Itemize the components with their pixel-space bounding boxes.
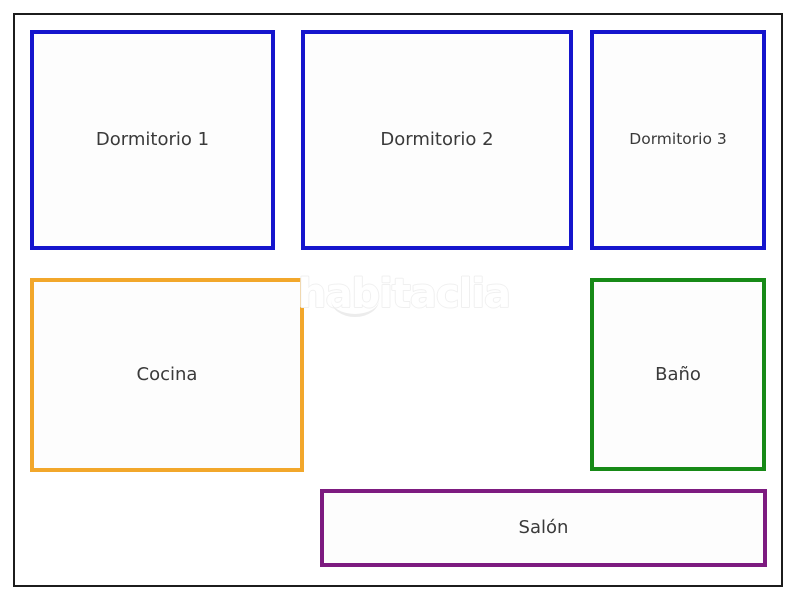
room-label-dormitorio-1: Dormitorio 1: [95, 129, 210, 150]
room-cocina: Cocina: [30, 278, 304, 472]
room-dormitorio-1: Dormitorio 1: [30, 30, 275, 250]
room-bano: Baño: [590, 278, 766, 471]
room-label-dormitorio-3: Dormitorio 3: [629, 130, 727, 149]
room-salon: Salón: [320, 489, 767, 567]
room-label-cocina: Cocina: [136, 364, 198, 385]
room-dormitorio-2: Dormitorio 2: [301, 30, 573, 250]
room-label-dormitorio-2: Dormitorio 2: [380, 129, 494, 150]
room-label-salon: Salón: [518, 517, 569, 538]
room-dormitorio-3: Dormitorio 3: [590, 30, 766, 250]
room-label-bano: Baño: [655, 363, 701, 385]
